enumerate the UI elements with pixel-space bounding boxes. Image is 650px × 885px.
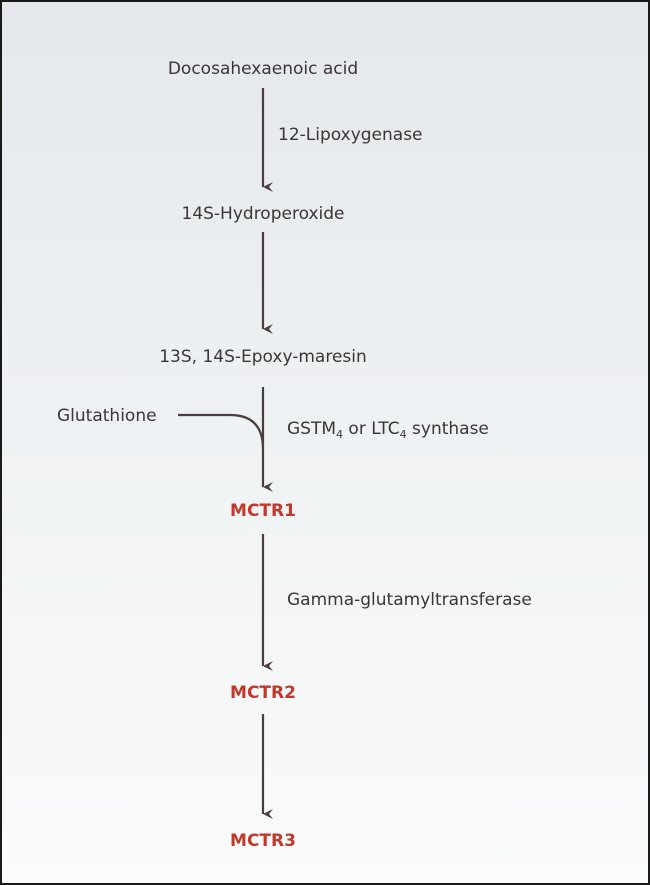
- arrow-glutathione-join: [178, 413, 265, 450]
- ltc-subscript: 4: [399, 428, 407, 441]
- node-mctr3: MCTR3: [230, 831, 296, 851]
- gstm-suffix: synthase: [406, 419, 489, 439]
- enzyme-gamma-glutamyltransferase: Gamma-glutamyltransferase: [287, 590, 532, 610]
- node-14s-hydroperoxide: 14S-Hydroperoxide: [181, 204, 345, 224]
- enzyme-12-lipoxygenase: 12-Lipoxygenase: [278, 125, 423, 145]
- node-glutathione: Glutathione: [57, 406, 157, 426]
- gstm-prefix: GSTM: [287, 419, 337, 439]
- node-docosahexaenoic-acid: Docosahexaenoic acid: [167, 59, 359, 79]
- gstm-subscript: 4: [336, 428, 344, 441]
- node-mctr1: MCTR1: [230, 501, 296, 521]
- node-epoxy-maresin: 13S, 14S-Epoxy-maresin: [159, 347, 367, 367]
- enzyme-gstm4-ltc4-synthase: GSTM4 or LTC4 synthase: [287, 419, 489, 445]
- gstm-mid: or LTC: [343, 419, 400, 439]
- node-mctr2: MCTR2: [230, 683, 296, 703]
